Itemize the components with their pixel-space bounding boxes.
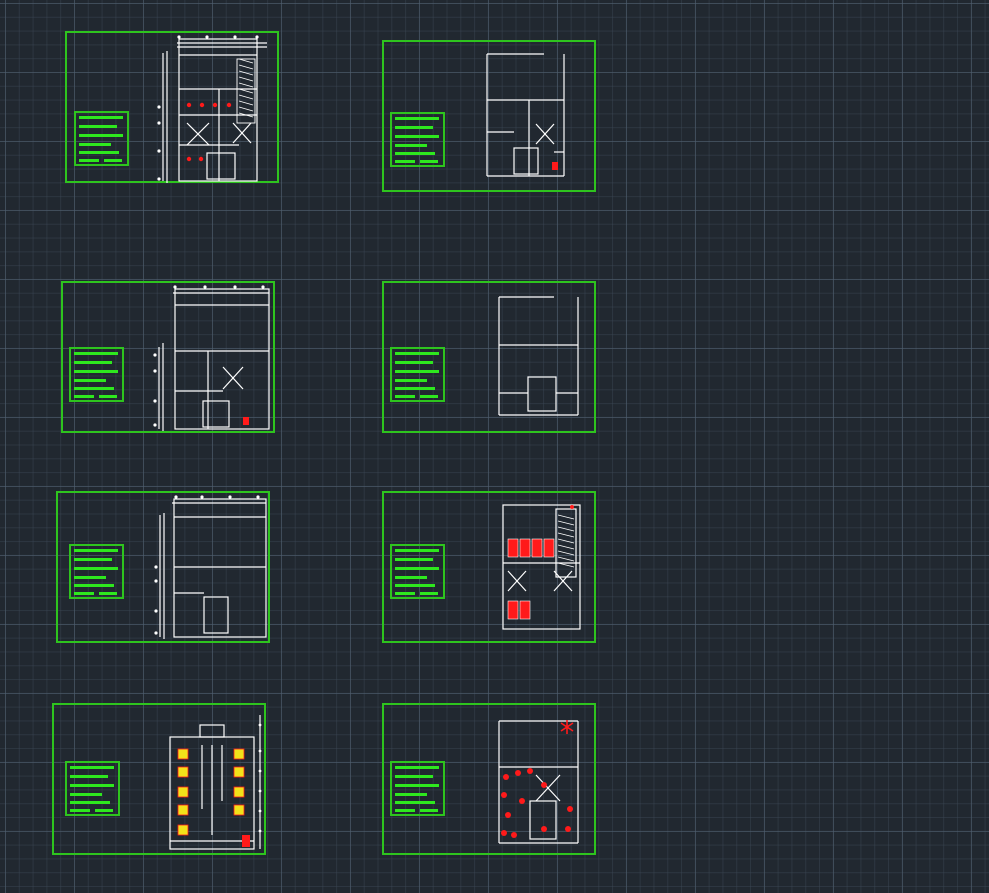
floor-plan-drawing bbox=[157, 35, 267, 183]
title-block bbox=[390, 112, 445, 167]
roof-plan-drawing bbox=[169, 715, 262, 850]
drawing-sheet-6[interactable] bbox=[382, 491, 596, 643]
drawing-sheet-1[interactable] bbox=[65, 31, 279, 183]
drawing-sheet-7[interactable] bbox=[52, 703, 266, 855]
title-block bbox=[69, 347, 124, 402]
title-block bbox=[74, 111, 129, 166]
title-block bbox=[390, 761, 445, 816]
annotated-plan-drawing bbox=[498, 720, 579, 844]
drawing-sheet-8[interactable] bbox=[382, 703, 596, 855]
drawing-sheet-5[interactable] bbox=[56, 491, 270, 643]
floor-plan-drawing bbox=[498, 296, 579, 416]
title-block bbox=[69, 544, 124, 599]
title-block bbox=[390, 544, 445, 599]
drawing-sheet-4[interactable] bbox=[382, 281, 596, 433]
drawing-sheet-2[interactable] bbox=[382, 40, 596, 192]
parking-plan-drawing bbox=[502, 504, 581, 630]
floor-plan-drawing bbox=[154, 495, 267, 639]
floor-plan-drawing bbox=[486, 53, 565, 177]
drawing-sheet-3[interactable] bbox=[61, 281, 275, 433]
title-block bbox=[65, 761, 120, 816]
title-block bbox=[390, 347, 445, 402]
floor-plan-drawing bbox=[153, 285, 270, 431]
